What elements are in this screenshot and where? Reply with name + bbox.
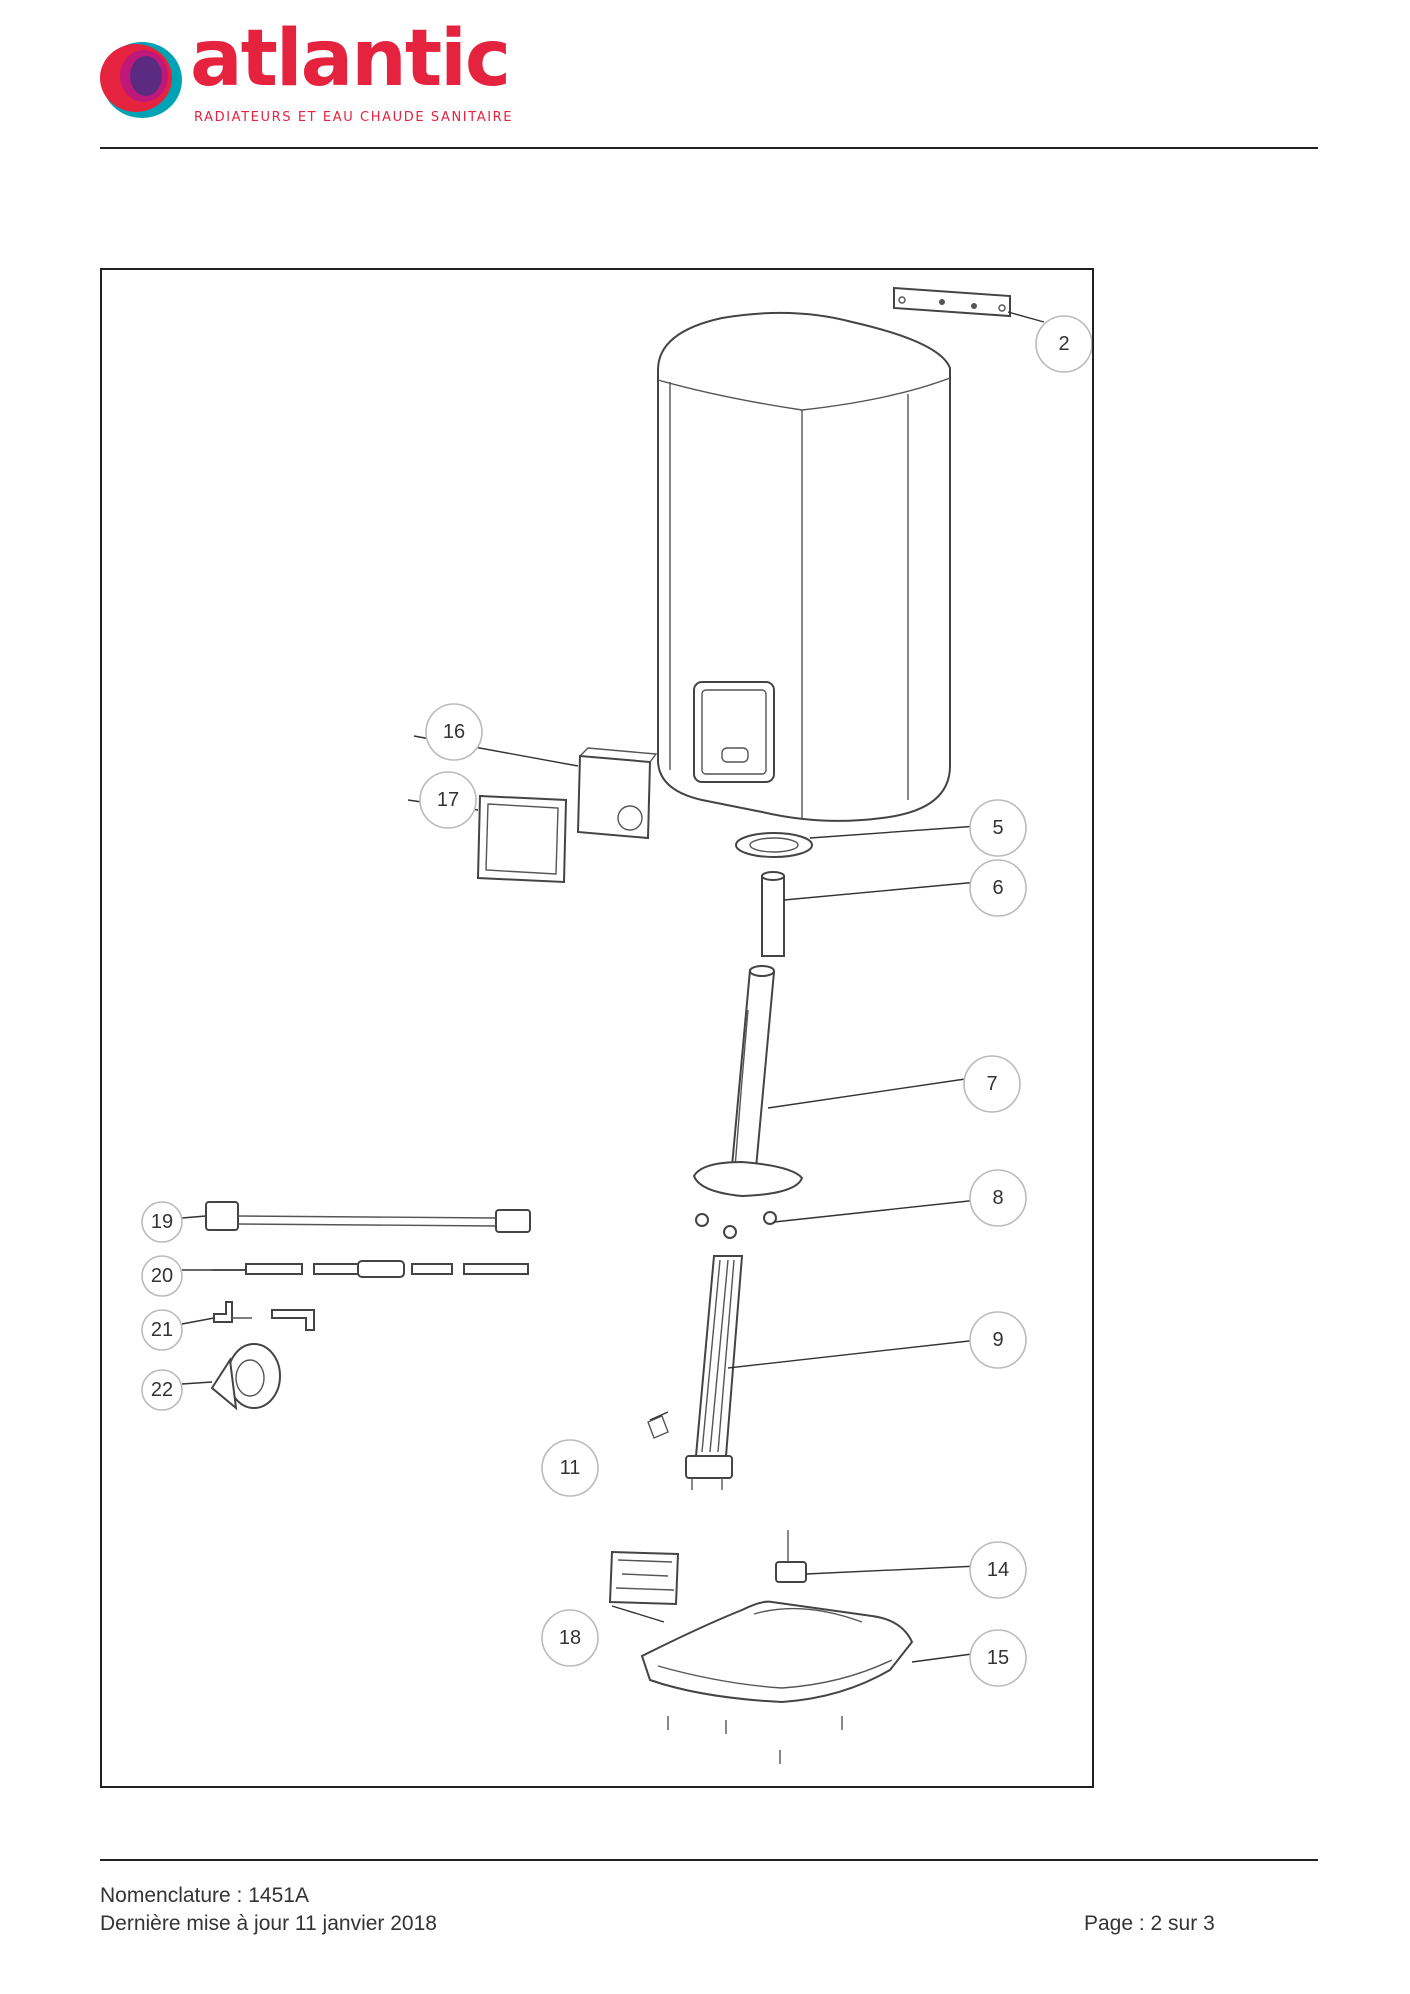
heating-element-part [685, 1255, 744, 1490]
callout-7: 7 [963, 1055, 1021, 1113]
wall-bracket-part [893, 286, 1011, 318]
callout-6: 6 [969, 859, 1027, 917]
footer-rule [100, 1859, 1318, 1861]
callout-11: 11 [541, 1439, 599, 1497]
callout-9: 9 [969, 1311, 1027, 1369]
connectors-part [213, 1301, 315, 1331]
callout-label: 22 [151, 1379, 173, 1401]
thermostat-clip-part [647, 1415, 669, 1439]
brand-tagline: RADIATEURS ET EAU CHAUDE SANITAIRE [194, 110, 514, 125]
callout-label: 8 [992, 1187, 1003, 1209]
callout-16: 16 [425, 703, 483, 761]
leader-lines [181, 311, 1045, 1663]
water-heater-tank [657, 311, 951, 822]
footer-nomenclature: Nomenclature : 1451A [100, 1884, 309, 1907]
callout-label: 19 [151, 1211, 173, 1233]
control-box-part [576, 747, 658, 840]
electronic-board-part [608, 1550, 680, 1606]
control-frame-part [476, 794, 568, 884]
callout-21: 21 [141, 1309, 183, 1351]
callout-label: 11 [560, 1457, 581, 1479]
atlantic-logo: atlantic RADIATEURS ET EAU CHAUDE SANITA… [98, 20, 518, 130]
callout-22: 22 [141, 1369, 183, 1411]
diagram-canvas: 2 5 6 7 8 9 11 14 [141, 286, 1092, 1764]
footer-page-number: Page : 2 sur 3 [1084, 1912, 1215, 1935]
callout-8: 8 [969, 1169, 1027, 1227]
callout-label: 6 [992, 877, 1003, 899]
brand-name: atlantic [190, 14, 511, 104]
callout-label: 20 [151, 1265, 173, 1287]
exploded-parts-diagram: 2 5 6 7 8 9 11 14 [100, 268, 1094, 1788]
callout-15: 15 [969, 1629, 1027, 1687]
callout-label: 7 [986, 1073, 997, 1095]
callout-label: 17 [437, 789, 459, 811]
connection-cable-part [205, 1201, 531, 1233]
callout-label: 9 [992, 1329, 1003, 1351]
wiring-harness-part [212, 1260, 529, 1278]
callout-5: 5 [969, 799, 1027, 857]
dielectric-fitting-part [210, 1343, 281, 1411]
flange-seal-part [735, 832, 813, 858]
callout-label: 16 [443, 721, 465, 743]
footer-update-date: Dernière mise à jour 11 janvier 2018 [100, 1912, 437, 1935]
callout-label: 18 [559, 1627, 581, 1649]
callout-14: 14 [969, 1541, 1027, 1599]
logo-mark-icon [100, 42, 182, 118]
anode-part [761, 871, 785, 957]
thermal-cutout-part [775, 1530, 807, 1583]
callout-20: 20 [141, 1255, 183, 1297]
callout-label: 2 [1058, 333, 1069, 355]
nuts-part [695, 1211, 777, 1239]
callout-label: 21 [151, 1319, 173, 1341]
callout-17: 17 [419, 771, 477, 829]
callout-2: 2 [1035, 315, 1092, 373]
sheath-tube-part [692, 965, 804, 1198]
bottom-cover-part [640, 1600, 914, 1764]
callout-label: 15 [987, 1647, 1009, 1669]
callout-18: 18 [541, 1609, 599, 1667]
callout-label: 5 [992, 817, 1003, 839]
callout-label: 14 [987, 1559, 1009, 1581]
header-rule [100, 147, 1318, 149]
callout-19: 19 [141, 1201, 183, 1243]
